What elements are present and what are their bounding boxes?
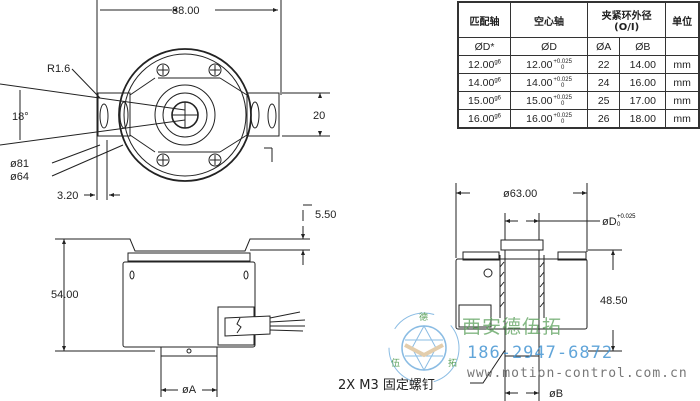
subheader-a: ØA [587,37,621,56]
cell-unit: mm [665,109,700,129]
header-shaft: 匹配轴 [457,1,512,38]
subheader-b: ØB [619,37,667,56]
cell-unit: mm [665,73,700,92]
watermark-name: 西安德伍拓 [462,316,563,338]
cell-a: 22 [587,55,621,74]
side-view [55,204,312,397]
dim-dia63: ø63.00 [503,188,537,200]
dim-dia-d-tol-lower: 0 [617,222,621,228]
cell-shaft: 12.00g6 [457,55,512,74]
header-clamp-line1: 夹紧环外径 [601,11,652,22]
dim-radius: R1.6 [47,63,70,75]
dim-dia81: ø81 [10,158,29,170]
dim-dia-b: øB [549,388,563,400]
dim-dia-d: øD [602,216,617,228]
cell-unit: mm [665,55,700,74]
screw-callout: 2X M3 固定螺钉 [338,378,435,393]
logo-char-2: 伍 [391,358,400,369]
cell-a: 26 [587,109,621,129]
table-header-row: 匹配轴 空心轴 夹紧环外径(O/I) 单位 [457,1,700,38]
header-hollow: 空心轴 [510,1,589,38]
cell-a: 25 [587,91,621,110]
watermark-logo [388,312,460,384]
header-unit: 单位 [665,1,700,38]
dim-88: 88.00 [172,5,200,17]
dim-dia64: ø64 [10,171,29,183]
cell-shaft: 16.00g6 [457,109,512,129]
dim-dia-a: øA [182,384,197,396]
top-view [0,0,330,200]
dim-angle: 18° [12,111,29,123]
cell-b: 14.00 [619,55,667,74]
section-view [455,183,622,401]
cell-shaft: 15.00g6 [457,91,512,110]
dim-slot: 20 [313,110,325,122]
logo-char-1: 德 [419,311,428,323]
header-clamp-line2: (O/I) [614,22,640,33]
cell-b: 16.00 [619,73,667,92]
watermark-url: www.motion-control.com.cn [467,366,688,381]
spec-table: 匹配轴 空心轴 夹紧环外径(O/I) 单位 ØD* ØD ØA ØB 12.00… [457,1,700,129]
cell-b: 18.00 [619,109,667,129]
dim-height-48: 48.50 [600,295,628,307]
cell-shaft: 14.00g6 [457,73,512,92]
watermark-phone: 186-2947-6872 [467,343,614,363]
subheader-unit [665,37,700,56]
subheader-shaft: ØD* [457,37,512,56]
cell-unit: mm [665,91,700,110]
dim-flange: 5.50 [315,209,336,221]
cell-b: 17.00 [619,91,667,110]
logo-char-3: 拓 [448,357,457,369]
header-clamp: 夹紧环外径(O/I) [587,1,667,38]
dim-offset: 3.20 [57,190,78,202]
table-subheader-row: ØD* ØD ØA ØB [457,37,700,56]
subheader-hollow: ØD [510,37,589,56]
dim-height-54: 54.00 [51,289,79,301]
cell-a: 24 [587,73,621,92]
dim-dia-d-tol-upper: +0.025 [617,214,636,220]
